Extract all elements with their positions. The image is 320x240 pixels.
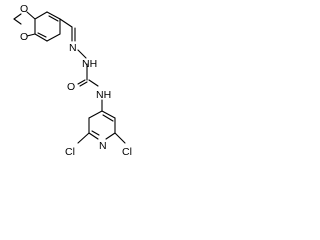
bond bbox=[46, 33, 61, 42]
atom-label-oxygen: O bbox=[20, 31, 28, 43]
dioxole-ring bbox=[13, 11, 36, 37]
bond bbox=[101, 110, 116, 119]
bond bbox=[105, 132, 116, 140]
bond bbox=[77, 132, 90, 144]
bond bbox=[46, 11, 61, 20]
bond bbox=[34, 11, 48, 20]
bond bbox=[59, 18, 73, 28]
bond bbox=[37, 32, 47, 38]
urea-group bbox=[77, 63, 103, 112]
bond bbox=[34, 33, 48, 42]
atom-label-chlorine: Cl bbox=[65, 146, 75, 158]
bond bbox=[79, 81, 88, 87]
atom-label-nh: NH bbox=[82, 58, 97, 70]
bond bbox=[13, 13, 22, 20]
atom-label-nitrogen: N bbox=[69, 42, 77, 54]
atom-label-oxygen: O bbox=[67, 81, 75, 93]
atom-label-oxygen: O bbox=[20, 3, 28, 15]
bond bbox=[102, 114, 114, 122]
chloro-substituents bbox=[77, 132, 126, 144]
atom-label-nh: NH bbox=[96, 89, 111, 101]
bond bbox=[77, 49, 87, 59]
chemical-structure: O O N NH O NH N Cl Cl bbox=[13, 3, 132, 158]
bond bbox=[26, 11, 36, 20]
benzene-ring bbox=[34, 11, 61, 42]
bond bbox=[88, 132, 99, 140]
bond bbox=[91, 130, 100, 136]
bond bbox=[88, 110, 103, 119]
atom-label-chlorine: Cl bbox=[122, 146, 132, 158]
hydrazone-linker bbox=[59, 18, 87, 59]
bond bbox=[26, 33, 36, 37]
bond bbox=[77, 79, 86, 85]
atom-label-nitrogen: N bbox=[99, 140, 107, 152]
bond bbox=[13, 18, 22, 25]
bond bbox=[48, 15, 59, 22]
bond bbox=[114, 132, 126, 144]
bond bbox=[88, 79, 99, 87]
pyridine-ring bbox=[88, 110, 116, 140]
